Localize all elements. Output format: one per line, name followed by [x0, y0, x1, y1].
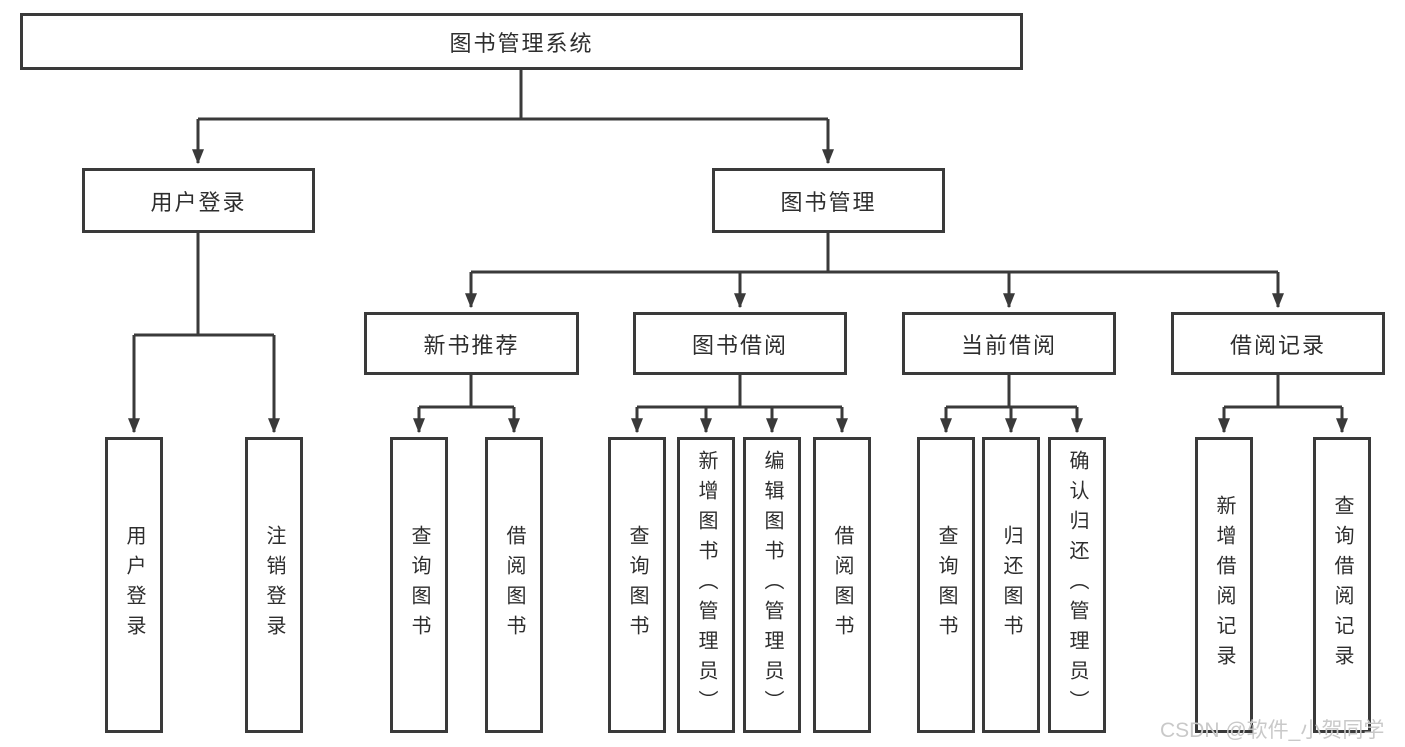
leaf-borrow-borrow-books: 借阅图书	[813, 437, 871, 733]
node-borrow-records: 借阅记录	[1171, 312, 1385, 375]
watermark: CSDN @软件_小贺同学	[1160, 719, 1385, 742]
node-book-management: 图书管理	[712, 168, 945, 233]
node-root-label: 图书管理系统	[449, 30, 594, 56]
leaf-add-books-admin: 新增图书（管理员）	[677, 437, 735, 733]
leaf-return-books-label: 归还图书	[1000, 525, 1022, 645]
leaf-newbooks-borrow-books-label: 借阅图书	[503, 525, 525, 645]
leaf-confirm-return-admin: 确认归还（管理员）	[1048, 437, 1106, 733]
node-current-borrow-label: 当前借阅	[960, 332, 1057, 358]
leaf-user-login-label: 用户登录	[123, 525, 145, 645]
leaf-borrow-query-books-label: 查询图书	[626, 525, 648, 645]
leaf-query-borrow-record-label: 查询借阅记录	[1331, 495, 1353, 675]
leaf-current-query-books-label: 查询图书	[935, 525, 957, 645]
leaf-borrow-borrow-books-label: 借阅图书	[831, 525, 853, 645]
leaf-newbooks-query-books-label: 查询图书	[408, 525, 430, 645]
node-user-login-label: 用户登录	[150, 189, 247, 215]
leaf-add-borrow-record: 新增借阅记录	[1195, 437, 1253, 733]
leaf-user-login: 用户登录	[105, 437, 163, 733]
leaf-confirm-return-admin-label: 确认归还（管理员）	[1066, 450, 1088, 720]
node-user-login: 用户登录	[82, 168, 315, 233]
leaf-borrow-query-books: 查询图书	[608, 437, 666, 733]
node-book-management-label: 图书管理	[780, 189, 877, 215]
leaf-newbooks-borrow-books: 借阅图书	[485, 437, 543, 733]
node-root: 图书管理系统	[20, 13, 1023, 70]
leaf-logout-label: 注销登录	[263, 525, 285, 645]
node-new-book-recommend-label: 新书推荐	[423, 332, 520, 358]
node-borrow-records-label: 借阅记录	[1229, 332, 1326, 358]
leaf-query-borrow-record: 查询借阅记录	[1313, 437, 1371, 733]
leaf-newbooks-query-books: 查询图书	[390, 437, 448, 733]
node-book-borrow: 图书借阅	[633, 312, 847, 375]
leaf-add-books-admin-label: 新增图书（管理员）	[695, 450, 717, 720]
node-new-book-recommend: 新书推荐	[364, 312, 579, 375]
leaf-edit-books-admin-label: 编辑图书（管理员）	[761, 450, 783, 720]
leaf-edit-books-admin: 编辑图书（管理员）	[743, 437, 801, 733]
node-book-borrow-label: 图书借阅	[691, 332, 788, 358]
leaf-current-query-books: 查询图书	[917, 437, 975, 733]
node-current-borrow: 当前借阅	[902, 312, 1116, 375]
leaf-logout: 注销登录	[245, 437, 303, 733]
leaf-return-books: 归还图书	[982, 437, 1040, 733]
leaf-add-borrow-record-label: 新增借阅记录	[1213, 495, 1235, 675]
